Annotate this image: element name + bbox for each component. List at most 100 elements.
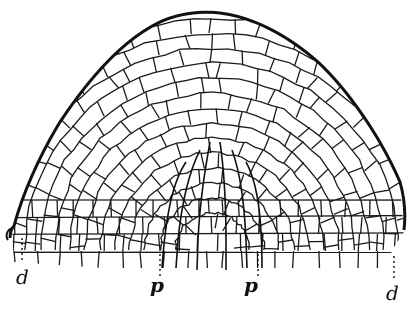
cell-wall — [264, 137, 270, 151]
cell-wall — [140, 128, 149, 140]
cell-wall — [153, 57, 156, 72]
cell-wall — [62, 166, 74, 176]
cell-wall — [89, 219, 103, 224]
cell-wall — [273, 107, 277, 122]
cell-wall — [279, 240, 294, 243]
cell-wall — [60, 141, 71, 152]
cell-wall — [300, 217, 301, 234]
cell-wall — [70, 184, 82, 193]
cell-wall — [201, 154, 204, 169]
cell-wall — [399, 244, 413, 245]
cell-wall — [25, 242, 40, 244]
cell-wall — [97, 217, 99, 234]
cell-wall — [72, 126, 83, 136]
cell-wall — [38, 251, 39, 268]
cell-wall — [374, 190, 389, 193]
cell-wall — [235, 19, 236, 34]
label-p-right: p — [244, 273, 258, 297]
cell-wall — [60, 234, 61, 251]
cell-wall — [140, 251, 142, 268]
cell-wall — [296, 69, 301, 83]
cell-wall — [349, 167, 363, 172]
cell-wall — [173, 216, 184, 226]
cell-wall — [121, 218, 135, 223]
cell-wall — [283, 152, 292, 164]
cell-wall — [121, 122, 131, 133]
cell-wall — [292, 142, 303, 152]
cell-wall — [206, 123, 207, 138]
cell-wall — [298, 127, 310, 137]
cell-wall — [212, 33, 213, 48]
cell-wall — [59, 251, 60, 268]
cell-wall — [319, 251, 320, 268]
cell-wall — [202, 78, 205, 93]
cell-wall — [236, 217, 237, 234]
cell-wall — [285, 132, 291, 146]
cell-wall — [293, 189, 306, 196]
cell-wall — [259, 170, 267, 183]
cell-wall — [236, 126, 240, 141]
cell-wall — [211, 217, 212, 234]
cell-wall — [158, 25, 161, 40]
cell-wall — [104, 183, 116, 193]
cell-wall — [96, 123, 104, 136]
cell-wall — [361, 217, 362, 234]
cell-wall — [343, 191, 358, 195]
cell-wall — [190, 19, 191, 34]
cell-wall — [156, 40, 159, 55]
cell-wall — [123, 86, 128, 101]
cell-wall — [29, 134, 42, 141]
cell-wall — [188, 251, 189, 268]
cell-wall — [268, 90, 275, 104]
cell-wall — [151, 105, 159, 118]
cell-wall — [385, 112, 399, 119]
cell-wall — [334, 168, 345, 178]
cell-wall — [394, 234, 395, 251]
cell-wall — [160, 134, 167, 147]
cell-wall — [321, 217, 335, 223]
cell-layer — [41, 78, 384, 250]
cell-wall — [132, 172, 142, 184]
cell-wall — [0, 182, 5, 187]
cell-wall — [79, 141, 92, 149]
cell-wall — [228, 94, 231, 109]
cell-wall — [177, 200, 178, 217]
cell-wall — [123, 251, 124, 268]
cell-wall — [239, 111, 243, 126]
cell-wall — [10, 241, 25, 243]
cell-wall — [135, 149, 143, 162]
cell-wall — [352, 142, 365, 150]
cell-wall — [188, 110, 191, 125]
cell-wall — [57, 99, 70, 107]
cell-wall — [209, 18, 211, 33]
cell-wall — [247, 98, 252, 112]
cell-layer — [55, 92, 369, 250]
cell-wall — [264, 249, 279, 250]
cell-wall — [242, 50, 243, 65]
cell-wall — [339, 251, 340, 268]
cell-wall — [377, 234, 378, 251]
cell-wall — [355, 75, 365, 87]
cell-wall — [116, 145, 125, 157]
cell-wall — [241, 251, 242, 268]
cell-wall — [387, 137, 398, 148]
cell-wall — [216, 108, 218, 123]
cell-wall — [386, 217, 387, 234]
cell-wall — [217, 234, 218, 251]
cell-wall — [166, 100, 169, 115]
cell-wall — [342, 217, 343, 234]
cell-wall — [28, 219, 43, 221]
cell-wall — [93, 172, 106, 180]
cell-wall — [121, 185, 134, 192]
cell-wall — [0, 242, 10, 243]
cell-wall — [111, 200, 112, 217]
cell-wall — [78, 168, 90, 177]
cell-wall — [275, 189, 287, 198]
cell-wall — [44, 215, 59, 216]
cell-wall — [358, 251, 359, 268]
cell-wall — [294, 246, 309, 247]
cell-wall — [184, 126, 189, 140]
cell-wall — [57, 200, 58, 217]
cell-wall — [382, 218, 397, 222]
